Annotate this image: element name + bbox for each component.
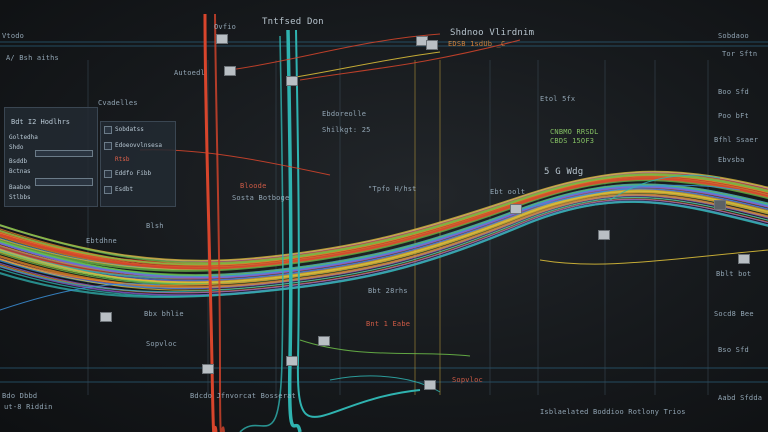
panel-title: Bdt I2 Hodlhrs xyxy=(11,118,71,126)
right-col-label: Bblt bot xyxy=(716,270,752,278)
vertical-cables xyxy=(203,13,421,432)
connector-tag xyxy=(424,380,436,390)
right-col-label: Ebvsba xyxy=(718,156,745,164)
panel-row: Eddfo Fibb xyxy=(115,170,152,177)
label-btm-center: Bdcdo Jfnvorcat Bosserat xyxy=(190,392,296,400)
label-btm-2: Ebtdhne xyxy=(86,237,117,245)
vertical-cable-teal xyxy=(295,29,421,418)
connector-tag xyxy=(216,34,228,44)
panel-row: Shdo xyxy=(9,144,24,151)
vertical-cable-red xyxy=(203,13,218,432)
right-col-label: Poo bFt xyxy=(718,112,749,120)
panel-checkbox xyxy=(104,142,112,150)
right-col-label: Bfhl Ssaer xyxy=(714,136,759,144)
panel-checkbox xyxy=(104,170,112,178)
label-top-small: Ovfio xyxy=(214,23,237,31)
label-top-right-b: EDSB 1sdUb _C xyxy=(448,40,506,48)
label-red-mid: Sopvloc xyxy=(452,376,483,384)
panel-row: Sobdatss xyxy=(115,126,144,133)
connector-tag xyxy=(286,356,298,366)
label-btm-4: Sopvloc xyxy=(146,340,177,348)
connector-tag xyxy=(224,66,236,76)
panel-field xyxy=(35,150,93,157)
bundle-wire xyxy=(0,196,768,293)
label-ebt-ol: Ebt oolt xyxy=(490,188,526,196)
connector-tag xyxy=(100,312,112,322)
label-btm-left: Bdo Dbbd xyxy=(2,392,38,400)
label-btm-right-edge: Aabd Sfdda xyxy=(718,394,763,402)
thin-wire xyxy=(229,33,441,71)
thin-wire xyxy=(289,51,441,79)
panel-row: Baaboe xyxy=(9,184,31,191)
grid-lines xyxy=(0,41,768,395)
bundle-wire xyxy=(0,177,768,270)
panel-checkbox xyxy=(104,126,112,134)
connector-tag xyxy=(714,200,726,210)
label-mid-2: Shilkgt: 25 xyxy=(322,126,371,134)
right-col-label: Boo Sfd xyxy=(718,88,749,96)
vertical-cable-red xyxy=(214,13,225,432)
label-right-top-2: Tor Sftn xyxy=(722,50,758,58)
label-tpfo: "Tpfo H/hst xyxy=(368,185,417,193)
thin-wires xyxy=(0,33,768,393)
label-cvadelles: Cvadelles xyxy=(98,99,138,107)
bundle-wire xyxy=(0,191,768,287)
label-top-center: Tntfsed Don xyxy=(262,17,324,27)
thin-wire xyxy=(539,249,768,265)
connector-tag xyxy=(510,204,522,214)
connector-tag xyxy=(426,40,438,50)
left-info-panel: Bdt I2 Hodlhrs Goltedha Shdo Bsddb Bctna… xyxy=(4,107,98,207)
connector-tag xyxy=(738,254,750,264)
bundle-wire xyxy=(0,186,768,279)
label-right-top-1: Sobdaoo xyxy=(718,32,749,40)
label-left-edge: Vtodo xyxy=(2,32,25,40)
bundle-wire xyxy=(0,200,768,299)
panel-row: Esdbt xyxy=(115,186,134,193)
label-mid-3: Bloode xyxy=(240,182,267,190)
label-btm-5: Bbt 28rhs xyxy=(368,287,408,295)
bundle-wire xyxy=(0,190,768,284)
connector-tag xyxy=(318,336,330,346)
connector-tag xyxy=(202,364,214,374)
panel-row: Edoeovvlnsesa xyxy=(115,142,162,149)
thin-wire xyxy=(299,39,521,81)
label-btm-left2: ut-8 Riddin xyxy=(4,403,53,411)
panel-row: Bsddb xyxy=(9,158,28,165)
vertical-cable-teal xyxy=(286,29,302,432)
label-node: 5 G Wdg xyxy=(544,167,584,177)
mid-info-panel: Sobdatss Edoeovvlnsesa Rtsb Eddfo Fibb E… xyxy=(100,121,176,207)
panel-row: Goltedha xyxy=(9,134,38,141)
panel-checkbox xyxy=(104,186,112,194)
panel-row: Stlbbs xyxy=(9,194,31,201)
label-mid-4: Sosta Botboge xyxy=(232,194,290,202)
thin-wire xyxy=(0,283,161,311)
label-btm-3: Bbx bhlie xyxy=(144,310,184,318)
bundle-wire xyxy=(0,173,768,264)
bundle-wire xyxy=(0,174,768,266)
connector-tag xyxy=(598,230,610,240)
vertical-cable-teal xyxy=(239,35,284,432)
thin-wire xyxy=(609,174,721,201)
label-left-edge2: A/ Bsh aiths xyxy=(6,54,59,62)
label-btm-right: Isblaelated Boddioo Rotlony Trios xyxy=(540,408,686,416)
label-mid-1: Ebdoreolle xyxy=(322,110,367,118)
label-top-right-a: Shdnoo Vlirdnim xyxy=(450,28,535,38)
right-col-label: Socd8 Bee xyxy=(714,310,754,318)
label-autoe: Autoedl xyxy=(174,69,205,77)
panel-row: Rtsb xyxy=(115,156,130,163)
panel-row: Bctnas xyxy=(9,168,31,175)
label-green-2: CBDS 15OF3 xyxy=(550,137,595,145)
bundle-wire xyxy=(0,170,768,262)
label-btm-1: Blsh xyxy=(146,222,164,230)
panel-field xyxy=(35,178,93,186)
right-col-label: Bso Sfd xyxy=(718,346,749,354)
bundle-wire xyxy=(0,178,768,272)
thin-wire xyxy=(519,184,741,211)
connector-tag xyxy=(286,76,298,86)
label-green-1: CNBMO RRSDL xyxy=(550,128,599,136)
label-right-top-3: Etol 5fx xyxy=(540,95,576,103)
label-btm-6: Bnt 1 Eabe xyxy=(366,320,411,328)
